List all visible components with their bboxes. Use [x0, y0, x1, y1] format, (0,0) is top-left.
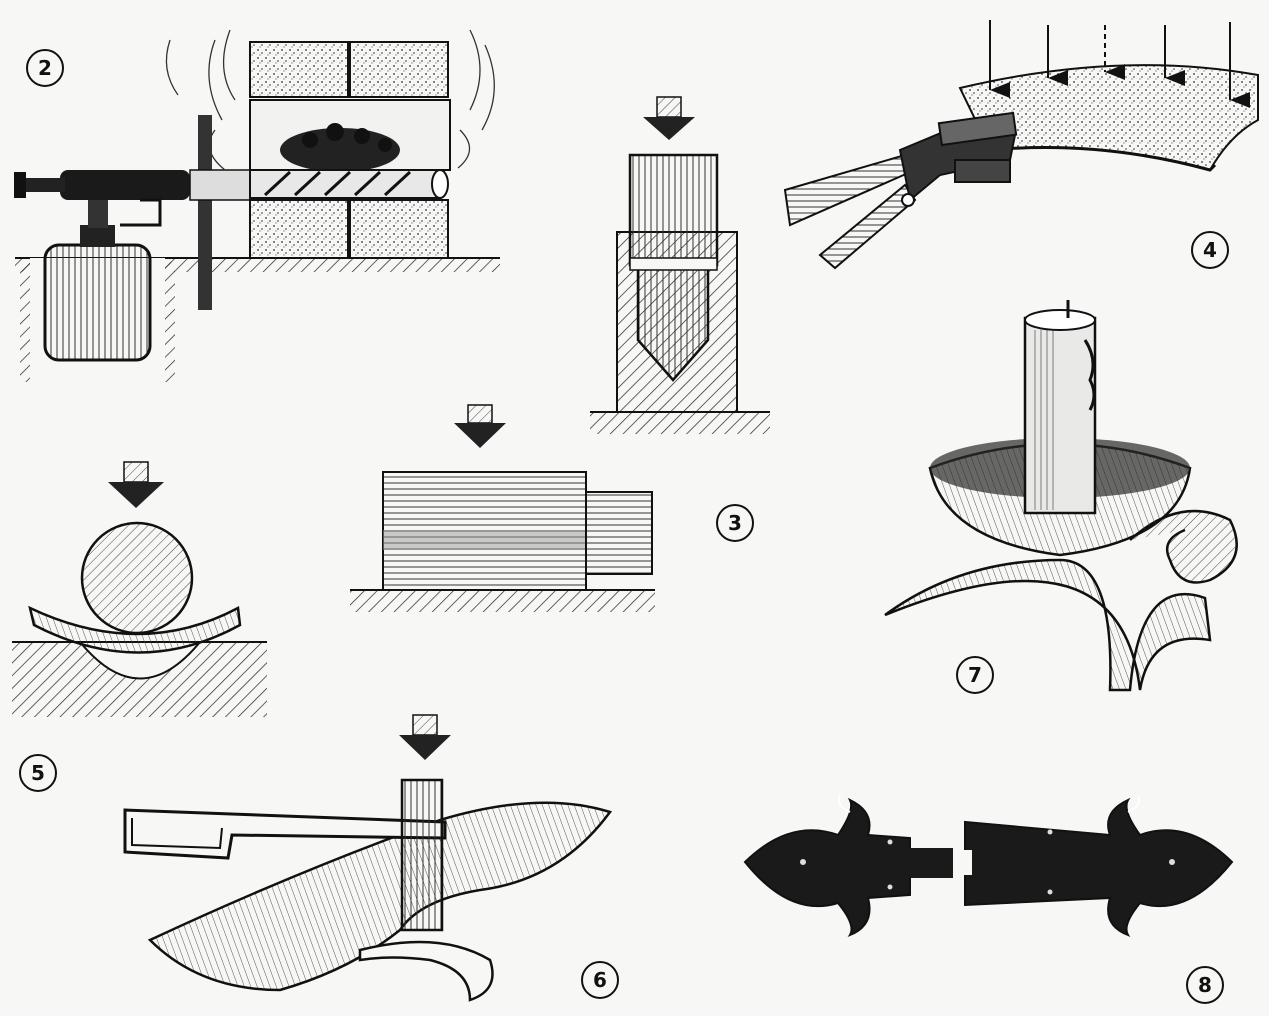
force-arrow — [399, 714, 451, 760]
figure-7-candle-holder: 7 — [884, 300, 1238, 694]
svg-text:5: 5 — [31, 761, 45, 785]
force-arrow — [454, 404, 506, 448]
figure-8-label: 8 — [1186, 966, 1224, 1004]
figure-8-hinge: 8 — [743, 794, 1234, 1004]
figure-4-tongs-strip: 4 — [783, 20, 1259, 270]
punch — [628, 153, 719, 267]
strike-arrows — [989, 20, 1250, 108]
figure-5-bending: 5 — [12, 461, 267, 792]
svg-text:4: 4 — [1203, 238, 1217, 262]
hinge-left-leaf — [743, 794, 953, 938]
svg-text:2: 2 — [38, 56, 52, 80]
lever-handle — [123, 808, 447, 860]
curved-base — [884, 558, 1212, 692]
figure-2-label: 2 — [26, 49, 64, 87]
figure-7-label: 7 — [956, 656, 994, 694]
tongs — [783, 111, 1018, 270]
svg-text:3: 3 — [728, 511, 742, 535]
bent-strip — [28, 605, 242, 654]
blowtorch-neck — [80, 225, 115, 247]
figure-6-label: 6 — [581, 961, 619, 999]
figure-5-label: 5 — [19, 754, 57, 792]
blowtorch-burner — [60, 170, 190, 200]
hinge-right-leaf — [962, 794, 1234, 937]
figure-6-bending-lever: 6 — [123, 714, 619, 1002]
figure-3-label: 3 — [716, 504, 754, 542]
shield-plate — [198, 115, 212, 310]
bar-tang — [585, 491, 653, 575]
svg-text:7: 7 — [968, 663, 982, 687]
scroll-handle — [1129, 509, 1238, 584]
figure-4-label: 4 — [1191, 231, 1229, 269]
force-arrow — [108, 461, 164, 508]
heat-waves — [165, 29, 495, 171]
round-mandrel — [80, 521, 194, 635]
blowtorch-tank — [43, 243, 152, 362]
brick-forge — [249, 41, 451, 259]
hot-coals — [280, 123, 400, 172]
svg-text:6: 6 — [593, 968, 607, 992]
bending-pin — [400, 778, 444, 932]
svg-text:8: 8 — [1198, 973, 1212, 997]
figure-3-bar-drawing: 3 — [350, 404, 754, 612]
figure-2-forge-heating: 2 — [14, 29, 500, 382]
blade-workpiece — [147, 801, 613, 992]
force-arrow — [643, 96, 695, 140]
figure-3-punch-die — [590, 96, 770, 434]
